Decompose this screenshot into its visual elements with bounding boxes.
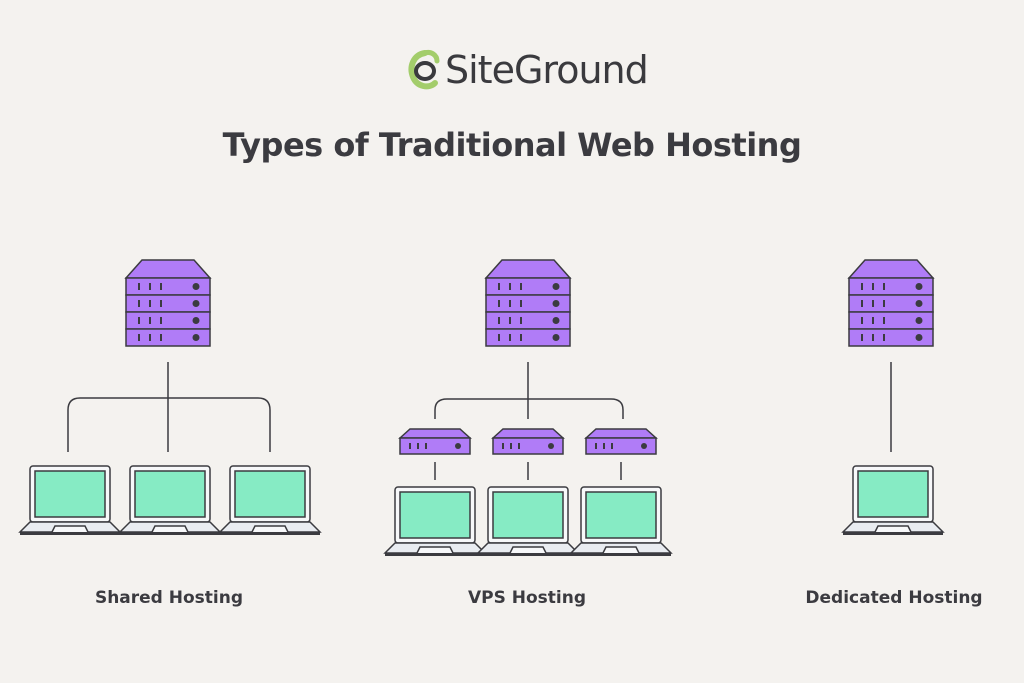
page-title: Types of Traditional Web Hosting	[222, 126, 802, 164]
logo-text: SiteGround	[445, 48, 649, 92]
shared-hosting-diagram	[19, 259, 321, 536]
vps-hosting-label: VPS Hosting	[467, 588, 587, 608]
dedicated-hosting-label: Dedicated Hosting	[805, 588, 983, 608]
shared-hosting-label: Shared Hosting	[94, 588, 244, 608]
siteground-logo: SiteGround	[407, 42, 649, 98]
dedicated-hosting-diagram	[842, 259, 944, 536]
vps-hosting-diagram	[384, 259, 672, 557]
siteground-swirl-icon	[408, 50, 440, 90]
